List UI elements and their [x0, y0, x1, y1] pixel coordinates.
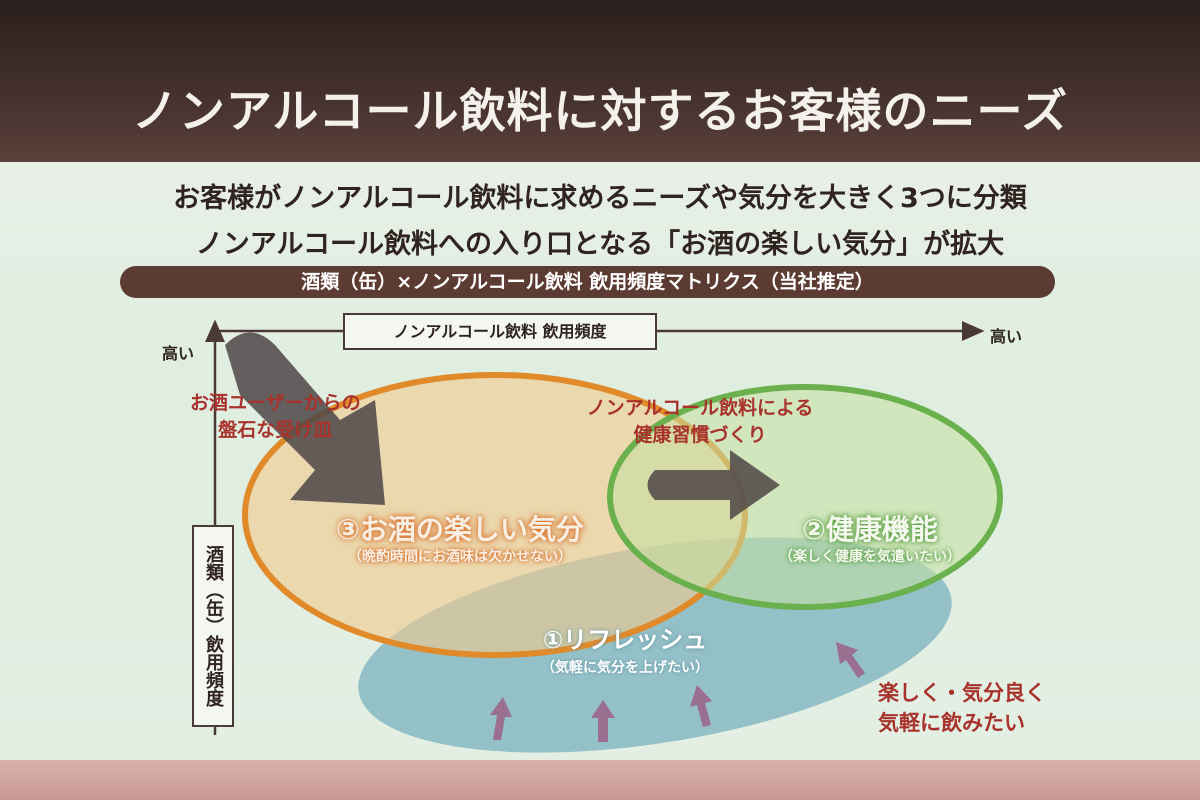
screen-bottom — [0, 760, 1200, 800]
arrow-diag — [836, 642, 865, 678]
title-band — [0, 0, 1200, 162]
purple-arrows — [490, 642, 865, 742]
annotation-health-habit-1: ノンアルコール飲料による — [586, 397, 814, 419]
arrow-health-habit — [647, 450, 780, 520]
segment-refresh-name: ①リフレッシュ — [542, 626, 708, 654]
annotation-health-habit-2: 健康習慣づくり — [633, 424, 767, 446]
arrow-up-3 — [690, 685, 712, 727]
segment-health-desc: （楽しく健康を気遣いたい） — [779, 549, 961, 565]
subtitle-2: ノンアルコール飲料への入り口となる「お酒の楽しい気分」が拡大 — [195, 229, 1005, 260]
ellipse-health — [607, 384, 1003, 610]
annotation-casual-2: 気軽に飲みたい — [878, 711, 1025, 735]
segment-health-name: ②健康機能 — [802, 513, 938, 546]
annotation-from-alcohol-1: お酒ユーザーからの — [190, 392, 361, 414]
segment-refresh-desc: （気軽に気分を上げたい） — [541, 660, 709, 676]
segment-alcohol-mood-name: ③お酒の楽しい気分 — [336, 513, 584, 546]
arrow-from-alcohol — [225, 332, 385, 505]
segment-alcohol-mood-desc: （晩酌時間にお酒味は欠かせない） — [348, 549, 572, 565]
subtitle-1: お客様がノンアルコール飲料に求めるニーズや気分を大きく3つに分類 — [173, 183, 1027, 214]
x-axis-label: ノンアルコール飲料 飲用頻度 — [343, 313, 657, 350]
slide-title: ノンアルコール飲料に対するお客様のニーズ — [131, 84, 1069, 138]
x-axis-high: 高い — [990, 327, 1023, 346]
y-axis-high: 高い — [162, 344, 195, 363]
matrix-title: 酒類（缶）×ノンアルコール飲料 飲用頻度マトリクス（当社推定） — [120, 266, 1055, 298]
y-axis-label: 酒類（缶）飲用頻度 — [192, 525, 234, 727]
annotation-from-alcohol-2: 盤石な受け皿 — [218, 419, 333, 441]
arrow-up-1 — [490, 697, 512, 740]
arrow-up-2 — [591, 700, 615, 742]
annotation-casual-1: 楽しく・気分良く — [878, 681, 1046, 705]
